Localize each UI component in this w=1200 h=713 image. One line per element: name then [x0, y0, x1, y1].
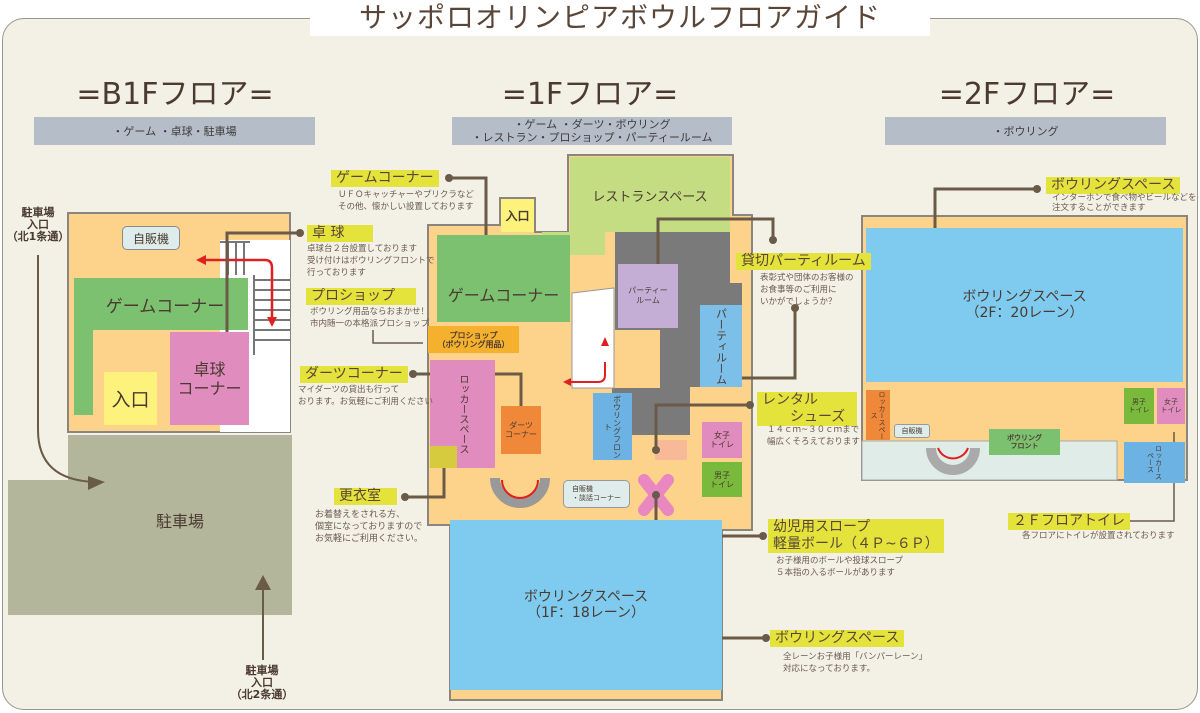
- callout-2f-bowling-desc: インターホンで食べ物やビールなどを 注文することができます: [1052, 193, 1197, 213]
- 2f-mens-restroom: 男子 トイレ: [1124, 388, 1154, 424]
- 1f-bowling-front-label: ボウリングフロント: [603, 394, 622, 459]
- 2f-locker-2-label: ロッカースペース: [1146, 445, 1163, 480]
- callout-rental-shoes: レンタル シューズ: [757, 392, 857, 426]
- 2f-locker-space-2: ロッカースペース: [1124, 442, 1185, 483]
- 1f-party-room-2-label: パーティルーム: [714, 307, 728, 385]
- 1f-heading: =1Fフロア=: [501, 77, 679, 112]
- b1-pingpong-corner: 卓球 コーナー: [170, 332, 249, 425]
- callout-proshop: プロショップ: [306, 288, 416, 305]
- callout-party-room: 貸切パーティルーム: [736, 253, 871, 270]
- 1f-game-corner: ゲームコーナー: [437, 235, 570, 322]
- b1-parking: 駐車場: [155, 512, 204, 531]
- b1-stair-arrow: [200, 258, 274, 322]
- 1f-darts-corner: ダーツ コーナー: [501, 406, 541, 454]
- b1-vending-machine: 自販機: [122, 226, 180, 250]
- callout-1f-bowling-desc: 全レーンお子様用「バンパーレーン」 対応になっております。: [783, 652, 928, 674]
- 1f-changing-room: [430, 446, 457, 468]
- callout-rental-shoes-desc: １４ｃｍ~３０ｃｍまで 幅広くそろえております: [767, 425, 860, 447]
- callout-proshop-desc: ボウリング用品ならおまかせ！ 市内随一の本格派プロショップ: [310, 307, 430, 329]
- 1f-summary: ・ゲーム ・ダーツ・ボウリング ・レストラン・プロショップ・パーティールーム: [452, 117, 732, 145]
- callout-kids-slope: 幼児用スロープ 軽量ボール（４Ｐ~６Ｐ）: [768, 519, 944, 553]
- 1f-stairwell: [571, 287, 615, 389]
- 1f-lounge: 自販機 ・談話コーナー: [563, 480, 630, 508]
- 2f-summary: ・ボウリング: [885, 117, 1166, 145]
- callout-darts-desc: マイダーツの貸出も行って おります。お気軽にご利用ください: [298, 385, 433, 407]
- callout-pingpong: 卓 球: [307, 225, 373, 242]
- callout-party-room-desc: 表彰式や団体のお客様の お食事等のご利用に いかがでしょうか？: [760, 273, 854, 307]
- 2f-locker-space-1: ロッカースペース: [866, 390, 890, 440]
- 2f-vending-machine: 自販機: [894, 424, 930, 438]
- 1f-restaurant-area: [542, 157, 730, 255]
- 1f-party-room: パーティー ルーム: [618, 264, 678, 328]
- 1f-entrance: 入口: [501, 199, 534, 232]
- 2f-heading: =2Fフロア=: [938, 77, 1116, 112]
- callout-2f-restroom-desc: 各フロアにトイレが設置されております: [1022, 531, 1175, 541]
- 2f-bowling-front: ボウリング フロント: [989, 429, 1060, 455]
- 2f-womens-restroom: 女子 トイレ: [1157, 388, 1185, 424]
- callout-game-corner-desc: ＵＦＯキャッチャーやプリクラなど その他、懐かしい設置しております: [338, 190, 474, 212]
- 1f-spiral-stairs: [490, 477, 550, 508]
- callout-1f-bowling: ボウリングスペース: [770, 630, 905, 647]
- parking-entrance-north2: 駐車場 入口 （北2条通）: [230, 664, 294, 701]
- callout-game-corner: ゲームコーナー: [331, 170, 439, 187]
- 2f-spiral-stairs: [926, 447, 980, 475]
- callout-darts: ダーツコーナー: [300, 366, 408, 383]
- parking-entrance-north1: 駐車場 入口 （北1条通）: [6, 206, 70, 243]
- 1f-shoe-counter: [655, 440, 687, 460]
- b1-stairs: [220, 241, 290, 355]
- b1-heading: =B1Fフロア=: [76, 77, 274, 112]
- 2f-bowling-space: ボウリングスペース （2F：20レーン）: [866, 228, 1183, 382]
- 1f-mens-restroom: 男子 トイレ: [702, 462, 742, 497]
- 1f-locker-label: ロッカースペース: [457, 374, 468, 454]
- callout-2f-bowling: ボウリングスペース: [1046, 177, 1181, 194]
- b1-summary: ・ゲーム ・卓球・駐車場: [34, 117, 315, 145]
- b1-game-corner: ゲームコーナー: [105, 296, 225, 317]
- 1f-womens-restroom: 女子 トイレ: [702, 422, 742, 458]
- 1f-restaurant: レストランスペース: [592, 189, 708, 205]
- b1-entrance: 入口: [104, 372, 157, 425]
- 1f-bowling-front: ボウリングフロント: [593, 393, 632, 460]
- 1f-party-room-2: パーティルーム: [700, 305, 742, 387]
- callout-2f-restroom: ２Ｆフロアトイレ: [1008, 513, 1130, 530]
- callout-changing-room-desc: お着替えをされる方、 個室になっておりますので お気軽にご利用ください。: [315, 510, 423, 544]
- 1f-bowling-space: ボウリングスペース （1F：18レーン）: [450, 520, 722, 690]
- 1f-proshop: プロショップ （ボウリング用品）: [428, 326, 519, 353]
- callout-kids-slope-desc: お子様用のボールや投球スロープ ５本指の入るボールがあります: [776, 556, 903, 578]
- page-title: サッポロオリンピアボウルフロアガイド: [310, 0, 930, 36]
- callout-pingpong-desc: 卓球台２台設置しております 受け付けはボウリングフロントで 行っております: [307, 244, 435, 278]
- callout-changing-room: 更衣室: [334, 488, 397, 505]
- b1-game-area: [74, 278, 248, 415]
- 2f-locker-1-label: ロッカースペース: [870, 390, 886, 440]
